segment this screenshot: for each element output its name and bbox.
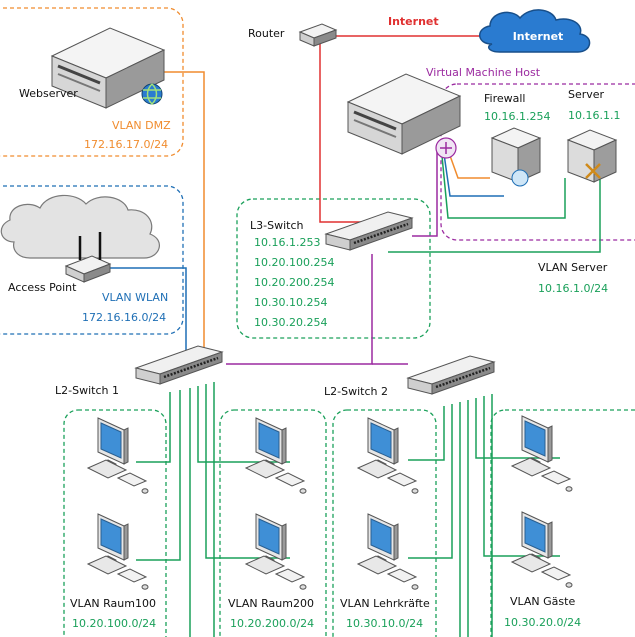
vlan-wlan-group xyxy=(0,185,184,335)
wlan-link xyxy=(108,267,187,356)
vlan-lehrkraefte-name: VLAN Lehrkräfte xyxy=(340,597,430,610)
l2-switch-1-device xyxy=(134,344,224,386)
wlan-firewall-link xyxy=(443,153,504,197)
firewall-label: Firewall xyxy=(484,92,525,105)
workstation xyxy=(245,417,307,494)
l3-switch-label: L3-Switch xyxy=(250,219,303,232)
access-point-device xyxy=(64,232,112,283)
l3-switch-ip-4: 10.30.10.254 xyxy=(254,296,327,309)
vlan-raum200-subnet: 10.20.200.0/24 xyxy=(230,617,314,630)
vlan-gaeste-name: VLAN Gäste xyxy=(510,595,575,608)
server-device xyxy=(566,129,618,183)
dmz-link xyxy=(164,71,205,359)
l3-switch-group xyxy=(236,198,431,339)
vlan-raum100-name: VLAN Raum100 xyxy=(70,597,156,610)
l2-switch-2-label: L2-Switch 2 xyxy=(324,385,388,398)
workstation xyxy=(87,417,149,494)
vlan-dmz-subnet: 172.16.17.0/24 xyxy=(84,138,168,151)
vlan-dmz-group xyxy=(0,7,184,157)
server-link-2 xyxy=(388,178,601,253)
vlan-raum200-name: VLAN Raum200 xyxy=(228,597,314,610)
wlan-cloud xyxy=(0,194,160,259)
internet-cloud xyxy=(479,9,591,53)
l3-switch-ip-5: 10.30.20.254 xyxy=(254,316,327,329)
internet-cloud-label: Internet xyxy=(513,30,564,43)
l3-switch-ip-1: 10.16.1.253 xyxy=(254,236,320,249)
internet-link-label: Internet xyxy=(388,15,439,28)
vlan-server-name: VLAN Server xyxy=(538,261,608,274)
vlan-lehrkraefte-group xyxy=(332,409,437,637)
vlan-wlan-subnet: 172.16.16.0/24 xyxy=(82,311,166,324)
access-point-label: Access Point xyxy=(8,281,77,294)
l3-l2-trunk xyxy=(226,254,373,365)
vlan-wlan-name: VLAN WLAN xyxy=(102,291,168,304)
workstation xyxy=(511,415,573,492)
router-device xyxy=(298,23,338,47)
l3-switch-ip-3: 10.20.200.254 xyxy=(254,276,334,289)
globe-icon xyxy=(141,83,163,106)
l2-switch-1-drops xyxy=(136,382,290,637)
vlan-raum100-subnet: 10.20.100.0/24 xyxy=(72,617,156,630)
router-label: Router xyxy=(248,27,285,40)
workstation xyxy=(357,513,419,590)
vlan-server-subnet: 10.16.1.0/24 xyxy=(538,282,608,295)
vlan-raum100-group xyxy=(63,409,167,637)
l3-switch-device xyxy=(324,210,414,252)
vlan-gaeste-subnet: 10.30.20.0/24 xyxy=(504,616,581,629)
vlan-lehrkraefte-subnet: 10.30.10.0/24 xyxy=(346,617,423,630)
firewall-ip: 10.16.1.254 xyxy=(484,110,550,123)
l2-switch-1-label: L2-Switch 1 xyxy=(55,384,119,397)
l3-switch-ip-2: 10.20.100.254 xyxy=(254,256,334,269)
vm-host-label: Virtual Machine Host xyxy=(426,66,541,79)
server-ip: 10.16.1.1 xyxy=(568,109,620,122)
vm-host-group xyxy=(440,83,635,241)
firewall-device xyxy=(490,127,542,187)
virtual-switch-icon xyxy=(435,137,457,159)
workstation xyxy=(511,511,573,588)
dmz-firewall-link xyxy=(447,149,490,179)
workstation xyxy=(245,513,307,590)
vlan-raum200-group xyxy=(219,409,327,637)
l2-switch-2-device xyxy=(406,354,496,396)
vlan-dmz-name: VLAN DMZ xyxy=(112,119,171,132)
workstation xyxy=(87,513,149,590)
server-link-1 xyxy=(441,155,566,219)
l3-vm-trunk xyxy=(412,152,438,237)
router-firewall-link xyxy=(319,44,372,223)
webserver-label: Webserver xyxy=(19,87,78,100)
vlan-gaeste-group xyxy=(490,409,635,637)
workstation xyxy=(357,417,419,494)
server-label: Server xyxy=(568,88,605,101)
